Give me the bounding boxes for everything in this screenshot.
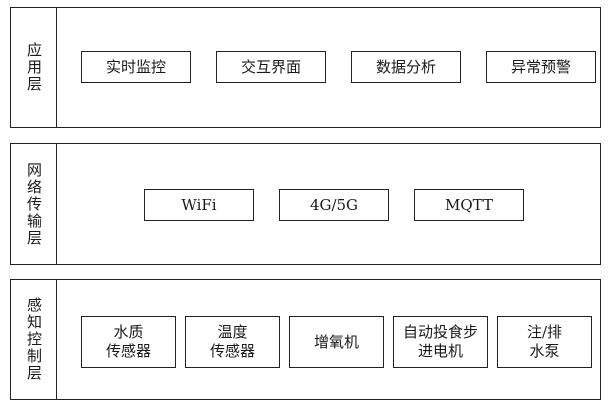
box-temperature-sensor: 温度 传感器: [185, 316, 280, 368]
box-mqtt: MQTT: [414, 189, 524, 221]
box-water-quality-sensor: 水质 传感器: [81, 316, 176, 368]
application-layer: 应用层 实时监控 交互界面 数据分析 异常预警: [10, 7, 601, 128]
box-aerator: 增氧机: [289, 316, 384, 368]
box-wifi: WiFi: [144, 189, 254, 221]
box-interactive-interface: 交互界面: [216, 51, 326, 83]
box-auto-feeder-stepper-motor: 自动投食步 进电机: [393, 316, 488, 368]
layer-label-application: 应用层: [11, 8, 57, 127]
box-realtime-monitoring: 实时监控: [81, 51, 191, 83]
box-anomaly-alert: 异常预警: [486, 51, 596, 83]
layer-label-text: 应用层: [25, 42, 43, 93]
layer-label-text: 网络传输层: [25, 161, 43, 247]
layer-label-network: 网络传输层: [11, 144, 57, 264]
layer-label-text: 感知控制层: [25, 297, 43, 382]
layer-label-perception: 感知控制层: [11, 280, 57, 399]
perception-control-layer: 感知控制层 水质 传感器 温度 传感器 增氧机 自动投食步 进电机 注/排 水泵: [10, 279, 601, 400]
network-transmission-layer: 网络传输层 WiFi 4G/5G MQTT: [10, 143, 601, 265]
box-4g-5g: 4G/5G: [279, 189, 389, 221]
box-data-analysis: 数据分析: [351, 51, 461, 83]
box-inlet-outlet-pump: 注/排 水泵: [497, 316, 592, 368]
